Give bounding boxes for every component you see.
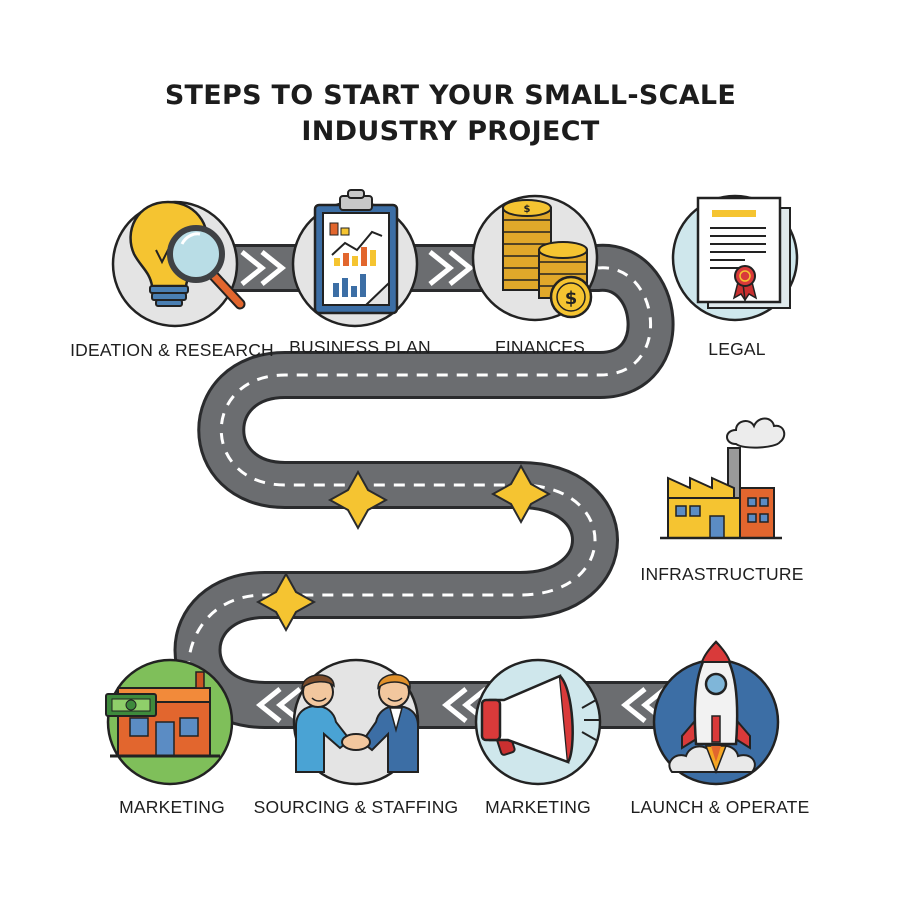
title-line-1: STEPS TO START YOUR SMALL-SCALE [164,80,737,111]
clipboard-chart-icon [291,189,419,328]
handshake-icon [292,658,420,786]
milestone-star-1 [327,469,389,531]
svg-text:$: $ [524,204,531,215]
step-label-ideation-research: IDEATION & RESEARCH [70,340,274,360]
step-label-launch-operate: LAUNCH & OPERATE [630,797,810,817]
milestone-star-3 [255,571,317,633]
megaphone-icon [474,658,602,786]
step-label-marketing-1: MARKETING [119,797,225,817]
step-label-sourcing-staffing: SOURCING & STAFFING [253,797,459,817]
step-label-marketing-2: MARKETING [485,797,591,817]
coin-stack-icon: $ $ [471,194,599,322]
milestone-star-2 [490,463,552,525]
winding-road [173,243,690,729]
arrow-chevron-2 [428,250,475,286]
arrow-chevron-1 [240,250,287,286]
step-label-finances: FINANCES [494,337,586,357]
lightbulb-magnifier-icon [111,200,246,328]
document-seal-icon [671,194,799,322]
factory-icon [660,417,786,540]
step-label-infrastructure: INFRASTRUCTURE [640,564,804,584]
step-label-legal: LEGAL [708,339,766,359]
rocket-icon [652,640,780,786]
storefront-icon [105,658,234,786]
title-line-2: INDUSTRY PROJECT [301,116,600,147]
svg-text:$: $ [565,288,578,309]
step-label-business-plan: BUSINESS PLAN [289,337,431,357]
